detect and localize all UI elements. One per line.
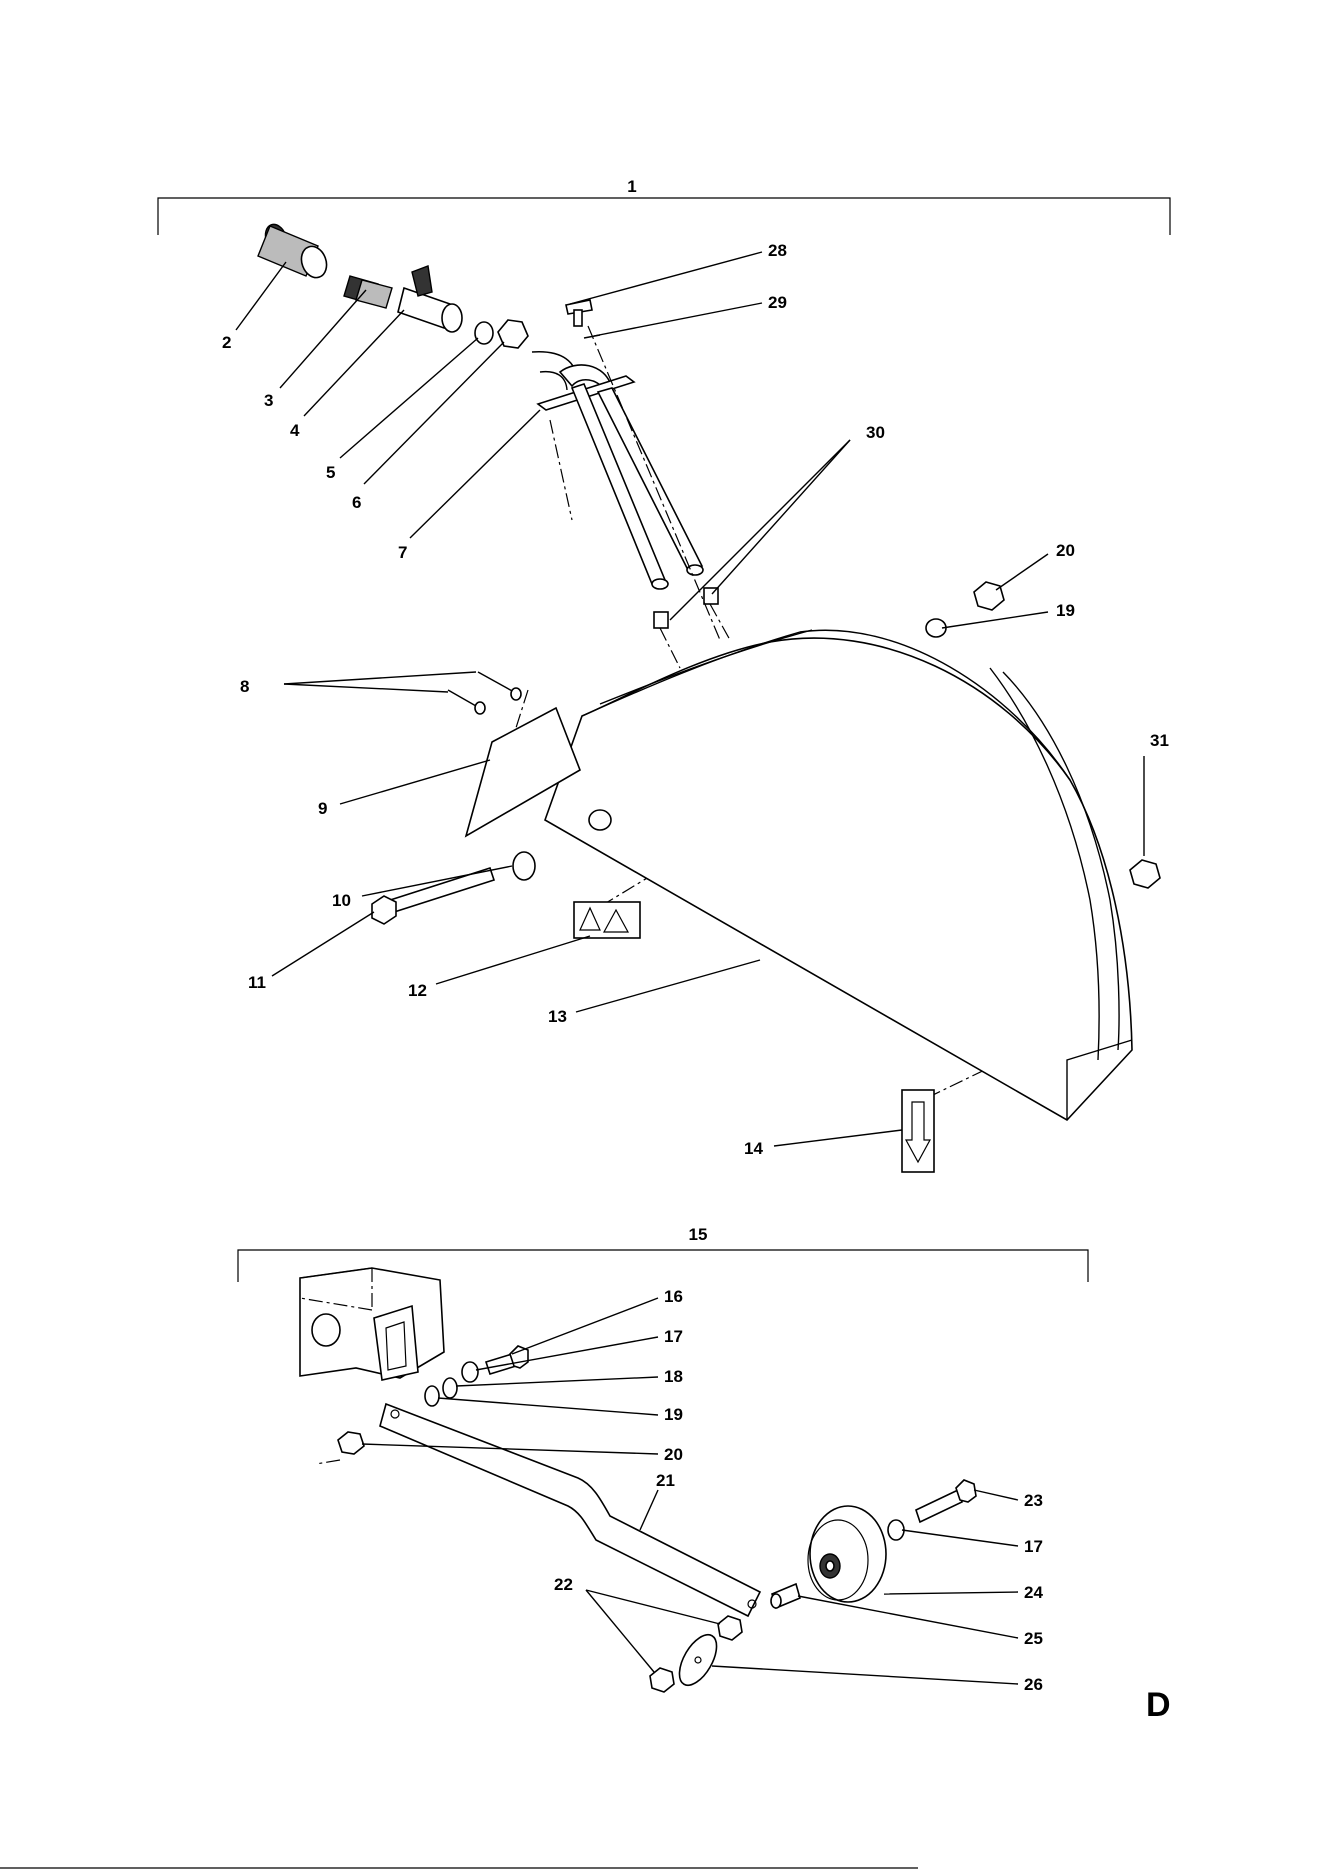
- callout-3: 3: [264, 391, 273, 410]
- rivets-part-8: [448, 672, 521, 714]
- callout-22: 22: [554, 1575, 573, 1594]
- callout-20b: 20: [664, 1445, 683, 1464]
- water-hose-coupling-part: [258, 221, 331, 281]
- bolt-part-28: [566, 300, 592, 326]
- washer-part-5: [475, 322, 493, 344]
- nut-part-20: [974, 582, 1004, 610]
- washer-part-17: [462, 1362, 478, 1382]
- callout-10: 10: [332, 891, 351, 910]
- callout-19b: 19: [664, 1405, 683, 1424]
- callout-29: 29: [768, 293, 787, 312]
- callout-26: 26: [1024, 1675, 1043, 1694]
- nut-part-20b: [338, 1432, 364, 1454]
- ball-valve-part: [398, 266, 462, 332]
- callout-25: 25: [1024, 1629, 1043, 1648]
- callout-18: 18: [664, 1367, 683, 1386]
- screws-part-30: [654, 588, 718, 628]
- quick-connector-part: [344, 276, 392, 308]
- callout-2: 2: [222, 333, 231, 352]
- callout-20: 20: [1056, 541, 1075, 560]
- disc-part-26: [672, 1629, 724, 1691]
- blade-guard-part: [545, 630, 1132, 1120]
- spacer-part-25: [771, 1584, 800, 1608]
- callout-23: 23: [1024, 1491, 1043, 1510]
- callout-4: 4: [290, 421, 300, 440]
- wheel-part-24: [808, 1506, 886, 1602]
- callout-8: 8: [240, 677, 249, 696]
- callout-17: 17: [664, 1327, 683, 1346]
- callout-16: 16: [664, 1287, 683, 1306]
- callout-21: 21: [656, 1471, 675, 1490]
- callout-6: 6: [352, 493, 361, 512]
- callout-31: 31: [1150, 731, 1169, 750]
- callout-12: 12: [408, 981, 427, 1000]
- callout-13: 13: [548, 1007, 567, 1026]
- arrow-decal-part-14: [902, 1090, 934, 1172]
- group-bracket-1: 1: [158, 177, 1170, 235]
- callout-1: 1: [627, 177, 636, 196]
- mount-bracket: [300, 1268, 444, 1380]
- callout-7: 7: [398, 543, 407, 562]
- callout-5: 5: [326, 463, 335, 482]
- washer-part-10: [513, 852, 535, 880]
- nut-part-31: [1130, 860, 1160, 888]
- warning-label-part-12: [574, 902, 640, 938]
- washer-part-19b: [425, 1386, 439, 1406]
- water-pipe-part: [532, 352, 703, 589]
- bolt-part-11: [372, 868, 494, 924]
- callout-30: 30: [866, 423, 885, 442]
- callout-28: 28: [768, 241, 787, 260]
- bushing-part-18: [443, 1378, 457, 1398]
- callout-11: 11: [248, 973, 266, 992]
- callout-14: 14: [744, 1139, 763, 1158]
- callout-19: 19: [1056, 601, 1075, 620]
- bolt-part-23: [916, 1480, 976, 1522]
- callout-24: 24: [1024, 1583, 1043, 1602]
- alignment-line-15: [316, 1460, 340, 1464]
- washer-part-17b: [888, 1520, 904, 1540]
- nut-part-22a: [718, 1616, 742, 1640]
- callout-17b: 17: [1024, 1537, 1043, 1556]
- page-label: D: [1146, 1686, 1171, 1724]
- callout-9: 9: [318, 799, 327, 818]
- callout-15: 15: [689, 1225, 708, 1244]
